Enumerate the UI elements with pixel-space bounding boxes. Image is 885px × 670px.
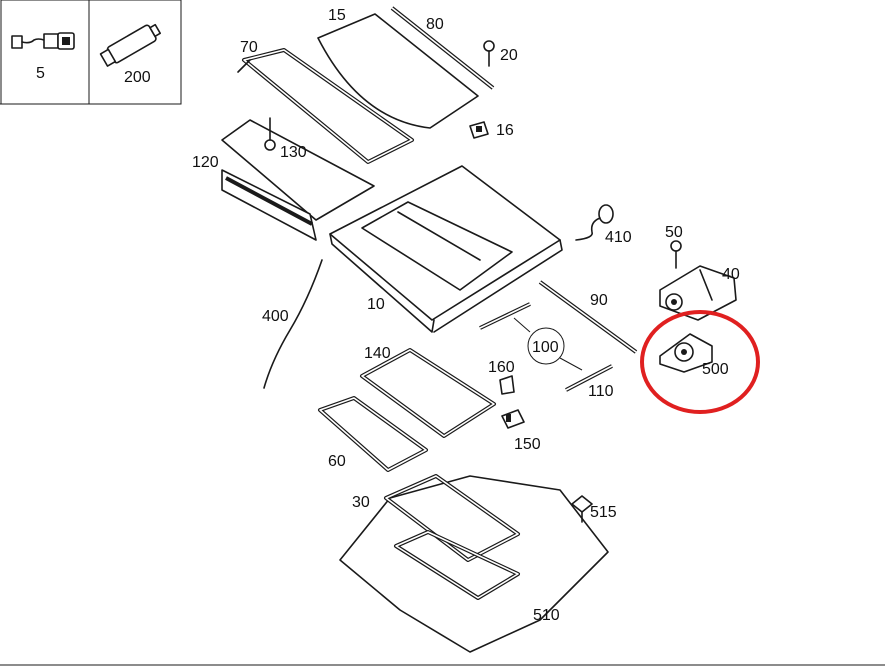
part-10-main-frame [329,165,563,333]
part-80-strip [390,6,495,90]
label-160: 160 [488,359,515,376]
label-60: 60 [328,453,346,470]
label-50: 50 [665,224,683,241]
part-16-clip [469,121,489,139]
part-400-cable [263,259,323,389]
label-200: 200 [124,69,151,86]
part-100-callout [479,302,613,392]
part-40-motor [659,265,737,321]
label-150: 150 [514,436,541,453]
part-130-screw [264,117,276,151]
label-410: 410 [605,229,632,246]
part-60-seal [318,396,428,472]
part-160-clip [499,375,515,395]
label-16: 16 [496,122,514,139]
label-500: 500 [702,361,729,378]
part-50-screw [670,240,682,269]
inset-box-5 [0,0,90,105]
part-90-guide [538,280,638,354]
label-110: 110 [588,383,614,400]
grease-tube-icon [99,23,162,67]
label-10: 10 [367,296,385,313]
part-30-frame [384,474,520,600]
label-400: 400 [262,308,289,325]
label-40: 40 [722,266,740,283]
label-5: 5 [36,65,45,82]
part-510-headliner [339,475,609,653]
label-80: 80 [426,16,444,33]
label-70: 70 [240,39,258,56]
label-100: 100 [532,339,559,356]
label-510: 510 [533,607,560,624]
part-70-seal-frame [237,48,414,164]
highlight-circle-500 [640,310,760,414]
label-120: 120 [192,154,219,171]
wiring-connector-icon [11,32,75,50]
part-140-panel [360,348,496,438]
part-15-glass-panel [317,13,479,129]
label-130: 130 [280,144,307,161]
part-20-screw [483,40,495,67]
part-150-switch [501,409,525,429]
part-515-clip [571,495,593,523]
label-515: 515 [590,504,617,521]
label-90: 90 [590,292,608,309]
label-30: 30 [352,494,370,511]
inset-box-200 [88,0,182,105]
part-500-motor-unit [659,333,713,373]
label-20: 20 [500,47,518,64]
part-120-deflector [221,119,375,241]
part-410-drain [575,204,614,241]
label-15: 15 [328,7,346,24]
label-140: 140 [364,345,391,362]
